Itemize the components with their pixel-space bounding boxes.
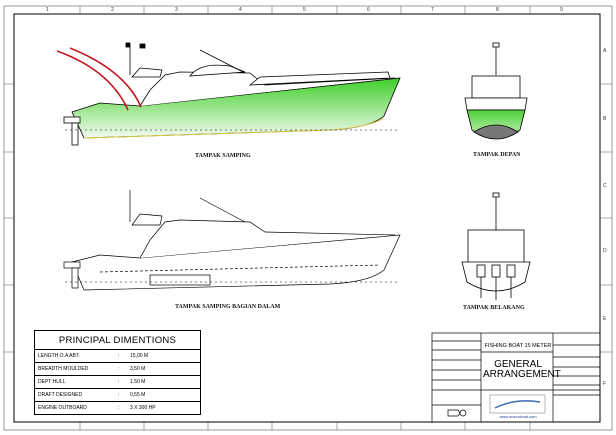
grid-column-label: 9	[560, 7, 563, 13]
grid-row-label: B	[603, 116, 607, 122]
dimension-row: LENGTH O.A ABT.: 15,00 M	[35, 350, 200, 363]
grid-column-label: 1	[46, 7, 49, 13]
dimension-row: BREADTH MOULDED: 3,50 M	[35, 363, 200, 376]
grid-row-label: D	[603, 248, 607, 254]
front-view-drawing	[464, 42, 528, 140]
projection-symbol-icon	[447, 409, 467, 417]
dimension-separator: :	[118, 379, 120, 385]
dimension-value: 0,55 M	[130, 392, 146, 398]
company-website: www.marcoboat.com	[499, 414, 537, 419]
grid-column-label: 7	[431, 7, 434, 13]
dimension-value: 15,00 M	[130, 353, 149, 359]
dimension-separator: :	[118, 366, 120, 372]
dimension-separator: :	[118, 405, 120, 411]
drawing-title: GENERAL ARRANGEMENT	[483, 359, 561, 380]
principal-dimensions-title: PRINCIPAL DIMENTIONS	[35, 331, 200, 350]
grid-row-label: F	[603, 381, 607, 387]
title-block	[431, 332, 601, 423]
grid-row-label: C	[603, 183, 607, 189]
side-inner-view-drawing	[63, 190, 401, 291]
dimension-value: 3,50 M	[130, 366, 146, 372]
rear-view-label: TAMPAK BELAKANG	[463, 305, 525, 311]
dimension-label: DEPT HULL	[38, 379, 66, 385]
rear-view-drawing	[461, 192, 531, 300]
side-inner-view-label: TAMPAK SAMPING BAGIAN DALAM	[175, 304, 281, 310]
side-view-label: TAMPAK SAMPING	[195, 153, 251, 159]
company-logo	[489, 394, 546, 414]
grid-column-label: 3	[175, 7, 178, 13]
grid-column-label: 8	[496, 7, 499, 13]
project-name: FISHING BOAT 15 METER	[484, 343, 552, 349]
dimension-row: ENGINE OUTBOARD: 3 X 300 HP	[35, 402, 200, 414]
dimension-label: DRAFT DESIGNED	[38, 392, 83, 398]
dimension-value: 1.50 M	[130, 379, 146, 385]
grid-column-label: 2	[111, 7, 114, 13]
grid-row-label: E	[603, 316, 607, 322]
grid-column-label: 4	[239, 7, 242, 13]
antenna-lines	[56, 47, 142, 111]
dimension-label: BREADTH MOULDED	[38, 366, 89, 372]
dimension-row: DRAFT DESIGNED: 0,55 M	[35, 389, 200, 402]
side-view-drawing	[63, 42, 401, 146]
grid-column-label: 6	[367, 7, 370, 13]
dimension-separator: :	[118, 392, 120, 398]
grid-ticks	[4, 6, 612, 430]
front-view-label: TAMPAK DEPAN	[473, 152, 521, 158]
grid-column-label: 5	[303, 7, 306, 13]
dimension-row: DEPT HULL: 1.50 M	[35, 376, 200, 389]
grid-row-label: A	[603, 48, 607, 54]
dimension-label: ENGINE OUTBOARD	[38, 405, 87, 411]
dimension-value: 3 X 300 HP	[130, 405, 156, 411]
dimension-separator: :	[118, 353, 120, 359]
principal-dimensions-table: PRINCIPAL DIMENTIONS LENGTH O.A ABT.: 15,…	[34, 330, 201, 415]
dimension-label: LENGTH O.A ABT.	[38, 353, 80, 359]
